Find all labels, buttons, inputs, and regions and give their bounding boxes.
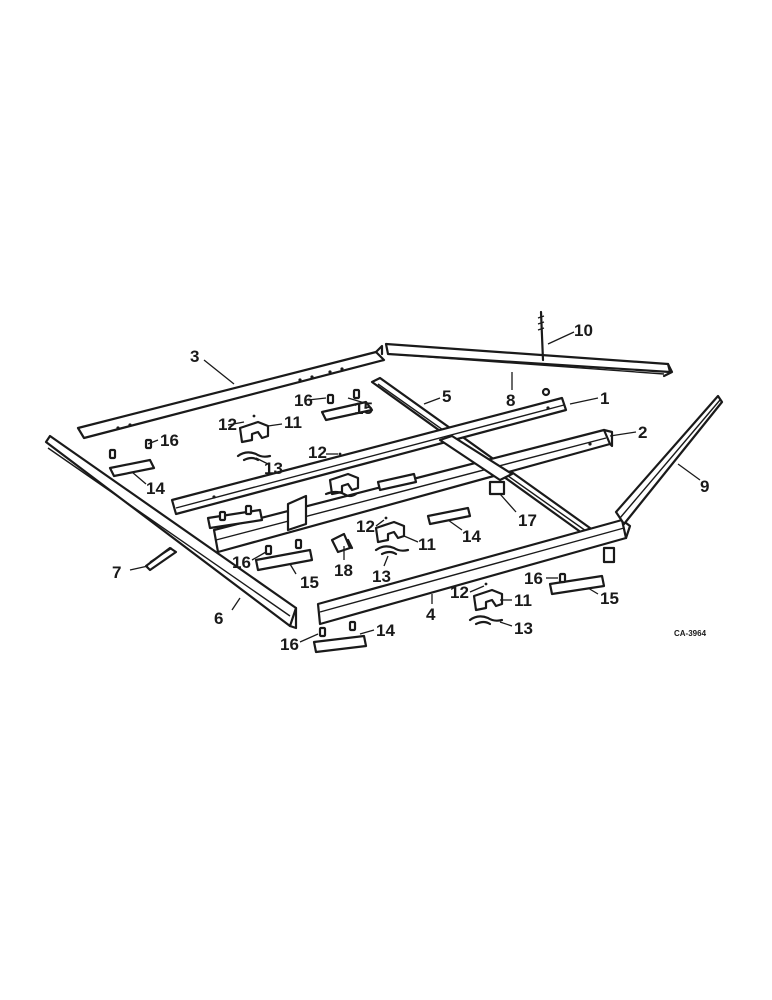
- callout-15-b: 15: [300, 573, 319, 592]
- callout-12-d: 12: [450, 583, 469, 602]
- part-6-left-angle: [44, 434, 298, 630]
- callout-10: 10: [574, 321, 593, 340]
- callout-8: 8: [506, 391, 515, 410]
- callout-14-c: 14: [376, 621, 395, 640]
- callout-18: 18: [334, 561, 353, 580]
- callout-14-b: 14: [462, 527, 481, 546]
- callout-6: 6: [214, 609, 223, 628]
- callout-11-c: 11: [514, 591, 532, 610]
- callout-11-b: 11: [418, 535, 436, 554]
- callout-2: 2: [638, 423, 647, 442]
- callout-12-a: 12: [218, 415, 237, 434]
- callout-4: 4: [426, 605, 436, 624]
- drawing-code: CA-3964: [674, 629, 707, 638]
- callout-15-a: 15: [354, 399, 373, 418]
- callout-16-b: 16: [160, 431, 179, 450]
- callout-3: 3: [190, 347, 199, 366]
- part-13-ubolts: [236, 451, 504, 626]
- callout-16-c: 16: [232, 553, 251, 572]
- part-16-spacers: [108, 388, 567, 638]
- part-7-pin: [144, 546, 178, 572]
- callout-1: 1: [600, 389, 609, 408]
- leader-lines: [129, 331, 701, 643]
- callout-16-d: 16: [524, 569, 543, 588]
- part-12-bolts: [252, 414, 488, 586]
- callout-9: 9: [700, 477, 709, 496]
- callout-labels: 3 10 8 5 1 2 9 15 16 12 11 13 16 14 12 1…: [112, 321, 709, 654]
- part-8-upper-rail: [384, 342, 674, 378]
- callout-16-a: 16: [294, 391, 313, 410]
- callout-13-c: 13: [514, 619, 533, 638]
- part-9-right-angle: [602, 394, 724, 564]
- callout-12-c: 12: [356, 517, 375, 536]
- part-17-strap: [438, 434, 514, 496]
- callout-5: 5: [442, 387, 451, 406]
- callout-16-e: 16: [280, 635, 299, 654]
- callout-13-b: 13: [372, 567, 391, 586]
- callout-14-a: 14: [146, 479, 165, 498]
- callout-7: 7: [112, 563, 121, 582]
- part-1-rail: [170, 396, 568, 516]
- part-18-support: [286, 494, 354, 554]
- callout-17: 17: [518, 511, 537, 530]
- callout-12-b: 12: [308, 443, 327, 462]
- callout-11-a: 11: [284, 413, 302, 432]
- callout-15-c: 15: [600, 589, 619, 608]
- part-14-plates: [108, 458, 472, 654]
- callout-13-a: 13: [264, 459, 283, 478]
- part-4-front-rail: [316, 518, 632, 626]
- part-10-bolt: [537, 310, 551, 397]
- part-3-rear-rail: [76, 344, 386, 440]
